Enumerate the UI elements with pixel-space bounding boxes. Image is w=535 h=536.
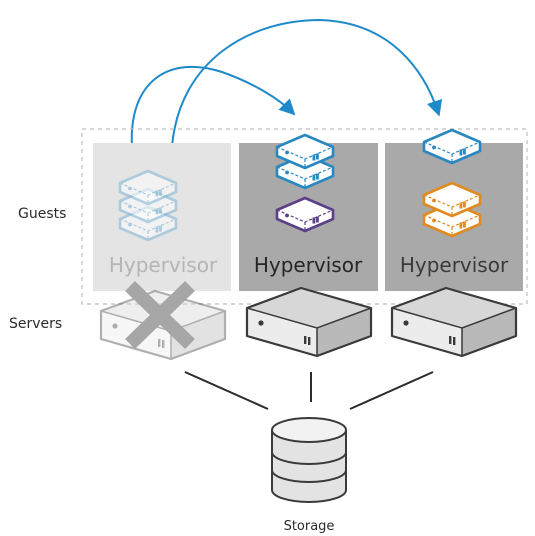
rack-server-icon [390,286,518,358]
storage-link-3 [349,371,434,410]
storage-label: Storage [284,519,335,534]
servers-label: Servers [9,316,62,332]
hypervisor-label-1: Hypervisor [109,253,218,277]
migration-arrow-1 [130,65,296,149]
rack-server-icon [245,286,373,358]
hypervisor-label-3: Hypervisor [400,253,509,277]
guests-label: Guests [18,206,66,222]
failed-x-icon [125,280,195,350]
storage-link-1 [184,371,269,410]
database-icon [271,417,347,503]
hypervisor-label-2: Hypervisor [254,253,363,277]
migration-arrow-2 [171,18,443,147]
